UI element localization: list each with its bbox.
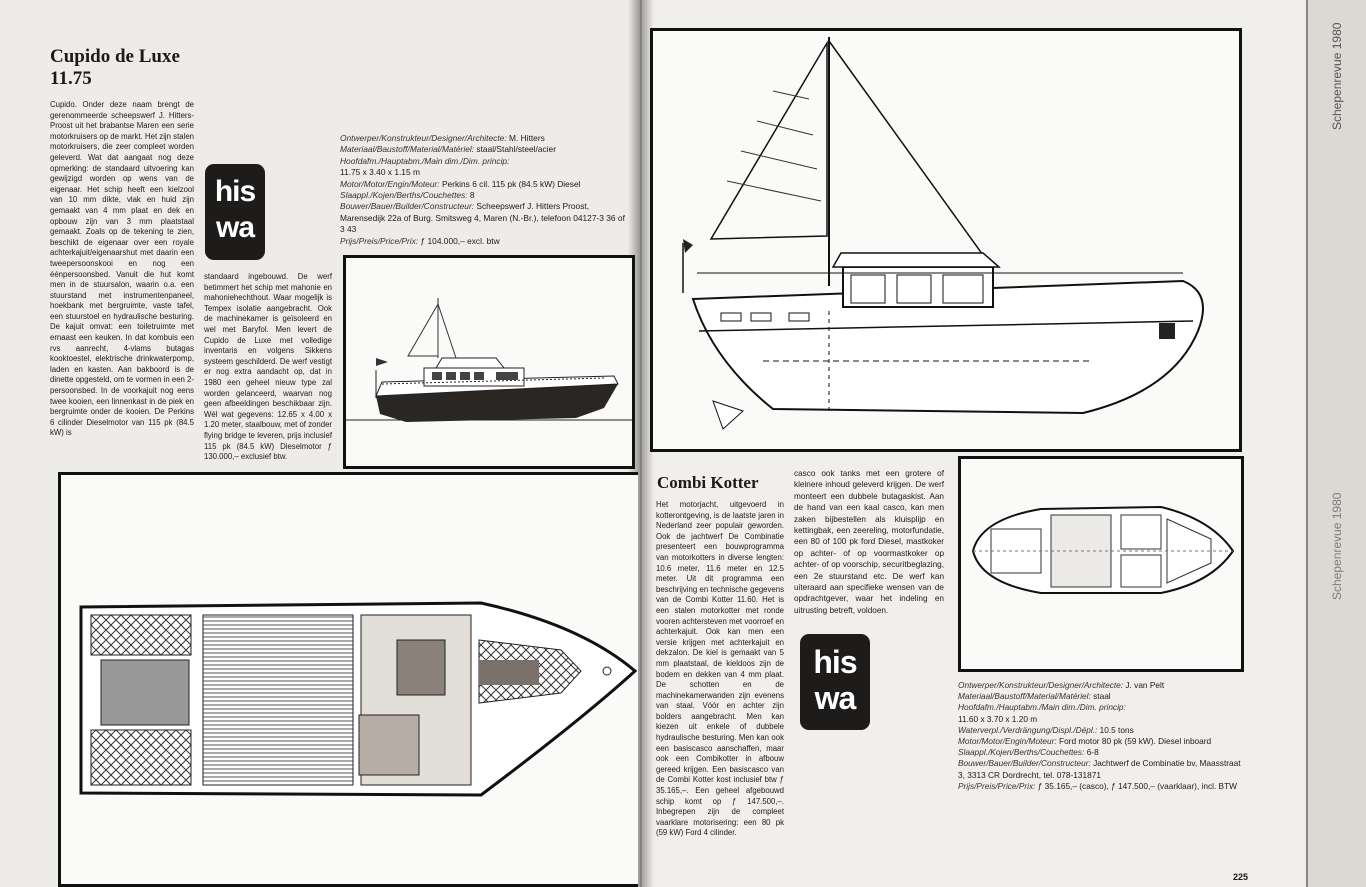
running-head: Schepenrevue 1980	[1330, 22, 1344, 130]
hiswa-logo-right: his wa	[800, 634, 870, 730]
cupido-deck-plan	[58, 472, 638, 887]
spec-row: Slaappl./Kojen/Berths/Couchettes: 6-8	[958, 747, 1099, 758]
logo-line-2: wa	[215, 211, 255, 244]
spec-row: Materiaal/Baustoff/Material/Matériel: st…	[340, 144, 556, 155]
title-line-1: Cupido de Luxe	[50, 46, 180, 67]
spec-row: Bouwer/Bauer/Builder/Constructeur: Schee…	[340, 201, 625, 235]
spec-row: Motor/Motor/Engin/Moteur: Perkins 6 cil.…	[340, 178, 581, 189]
spec-row: 11.60 x 3.70 x 1.20 m	[958, 713, 1038, 724]
spec-row: Motor/Motor/Engin/Moteur: Ford motor 80 …	[958, 736, 1212, 747]
running-head-repeat: Schepenrevue 1980	[1330, 492, 1344, 600]
spec-row: Hoofdafm./Hauptabm./Main dim./Dim. princ…	[340, 155, 510, 166]
spec-row: Ontwerper/Konstrukteur/Designer/Architec…	[958, 680, 1165, 690]
article-title-combi: Combi Kotter	[657, 473, 759, 492]
combi-body-col2: casco ook tanks met een grotere of klein…	[794, 469, 944, 615]
page-number: 225	[1233, 872, 1249, 882]
spec-row: 11.75 x 3.40 x 1.15 m	[340, 167, 420, 178]
title-line-2: 11.75	[50, 68, 92, 89]
cupido-profile-drawing	[343, 255, 635, 469]
cupido-specs: Ontwerper/Konstrukteur/Designer/Architec…	[340, 133, 630, 247]
combi-body-col1: Het motorjacht, uitgevoerd in kotterontg…	[656, 500, 784, 838]
logo-line-2: wa	[814, 680, 857, 716]
spec-row: Waterverpl./Verdrängung/Displ./Dépl.: 10…	[958, 724, 1134, 735]
combi-deck-plan	[958, 456, 1244, 672]
logo-line-1: his	[214, 175, 256, 208]
logo-line-1: his	[813, 644, 857, 680]
cupido-body-col1: Cupido. Onder deze naam brengt de gereno…	[50, 100, 194, 438]
spec-row: Materiaal/Baustoff/Material/Matériel: st…	[958, 691, 1111, 702]
combi-specs: Ontwerper/Konstrukteur/Designer/Architec…	[958, 680, 1248, 792]
spec-row: Ontwerper/Konstrukteur/Designer/Architec…	[340, 133, 545, 143]
spec-row: Slaappl./Kojen/Berths/Couchettes: 8	[340, 190, 475, 201]
spec-row: Hoofdafm./Hauptabm./Main dim./Dim. princ…	[958, 702, 1126, 713]
article-title-cupido: Cupido de Luxe 11.75	[50, 46, 180, 90]
spec-row: Prijs/Preis/Price/Prix: ƒ 104.000,– excl…	[340, 235, 500, 246]
cupido-body-col2: standaard ingebouwd. De werf betimmert h…	[204, 272, 332, 462]
combi-profile-drawing	[650, 28, 1242, 452]
side-tab: Schepenrevue 1980 Schepenrevue 1980	[1306, 0, 1366, 887]
spec-row: Bouwer/Bauer/Builder/Constructeur: Jacht…	[958, 758, 1241, 780]
spec-row: Prijs/Preis/Price/Prix: ƒ 35.165,– (casc…	[958, 780, 1237, 791]
hiswa-logo: his wa	[205, 164, 265, 260]
